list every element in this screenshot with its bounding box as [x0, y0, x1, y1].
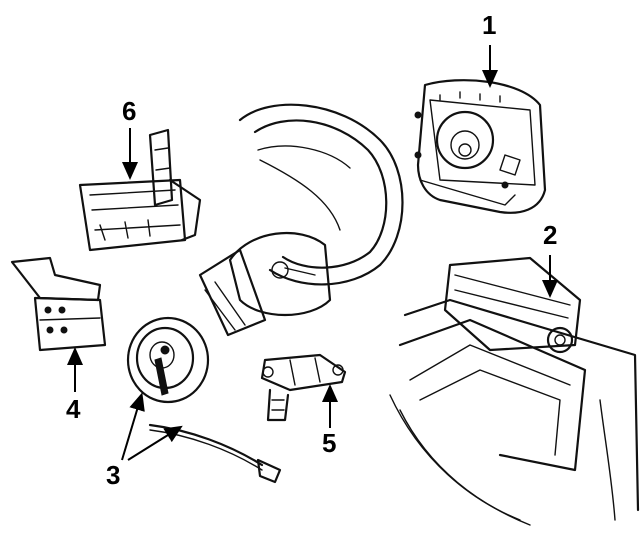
wiring-sensor — [260, 353, 347, 422]
callout-5: 5 — [322, 428, 337, 458]
diagnostic-module — [78, 128, 202, 252]
callout-3: 3 — [106, 460, 121, 490]
callout-1: 1 — [482, 10, 497, 40]
impact-sensor — [10, 256, 107, 352]
leader-3a — [121, 392, 145, 461]
callout-6: 6 — [122, 96, 137, 126]
callout-4: 4 — [66, 394, 81, 424]
driver-airbag-module — [414, 79, 547, 214]
leader-3b — [127, 425, 183, 461]
callout-2: 2 — [543, 220, 558, 250]
steering-wheel — [198, 103, 404, 337]
clockspring-coil — [126, 316, 282, 484]
instrument-panel — [389, 298, 640, 526]
passenger-airbag-module — [443, 256, 582, 354]
